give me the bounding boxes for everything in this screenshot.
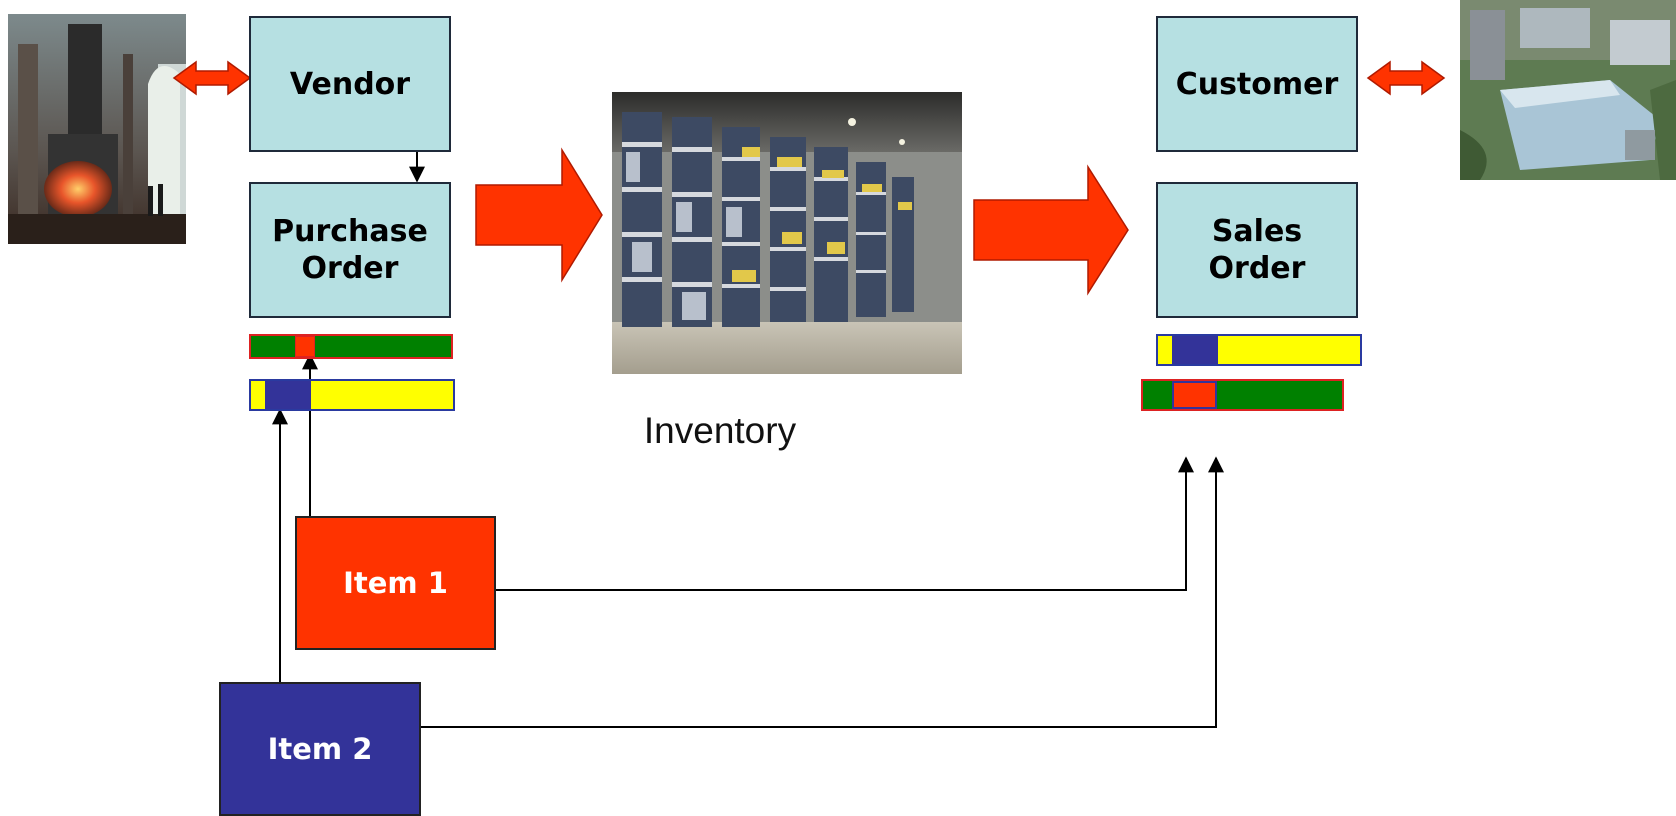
item1-to-so-line <box>495 456 1194 591</box>
so-item1-bar-segment <box>1172 381 1217 409</box>
so-item1-bar <box>1141 379 1344 411</box>
po-item1-bar-segment <box>295 336 315 357</box>
warehouse-shelving-image <box>612 92 962 374</box>
forge-image <box>8 14 186 244</box>
customer-double-arrow <box>1366 60 1446 96</box>
po-to-inventory-arrow <box>475 147 603 283</box>
inventory-label: Inventory <box>643 410 797 451</box>
factory-aerial-image <box>1460 0 1676 180</box>
item1-box: Item 1 <box>295 516 496 650</box>
item2-box: Item 2 <box>219 682 421 816</box>
vendor-double-arrow <box>172 60 252 96</box>
po-item1-bar <box>249 334 453 359</box>
purchase-order-box: Purchase Order <box>249 182 451 318</box>
so-item2-bar <box>1156 334 1362 366</box>
customer-box: Customer <box>1156 16 1358 152</box>
po-item2-bar <box>249 379 455 411</box>
inventory-to-so-arrow <box>973 164 1129 296</box>
item2-to-so-line <box>420 456 1224 728</box>
vendor-box: Vendor <box>249 16 451 152</box>
po-item2-bar-segment <box>265 381 311 409</box>
so-item2-bar-segment <box>1172 336 1218 364</box>
sales-order-box: Sales Order <box>1156 182 1358 318</box>
